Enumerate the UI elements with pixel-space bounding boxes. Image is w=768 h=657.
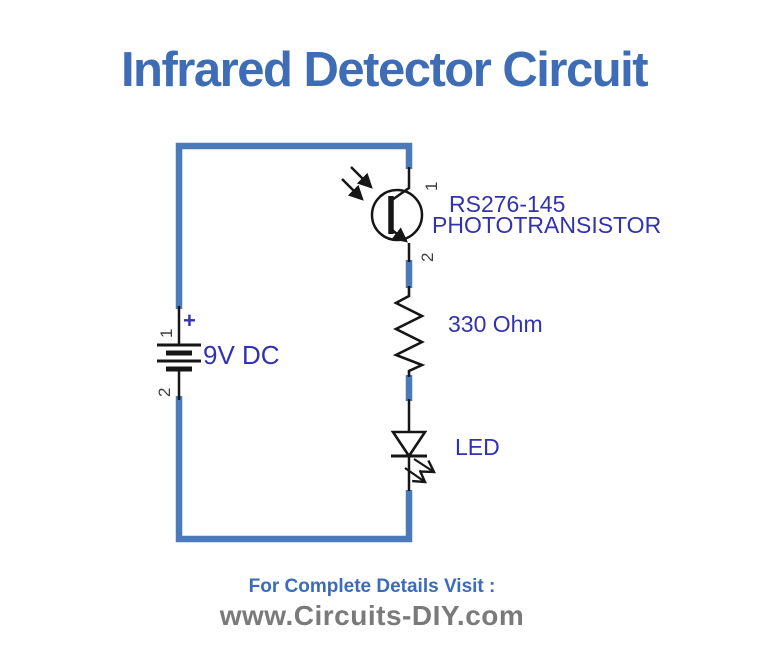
led-emission-arrow-icon: [413, 458, 436, 474]
light-arrow-icon: [350, 166, 373, 189]
wire-loop: [175, 142, 413, 543]
battery-symbol: [157, 306, 201, 400]
phototransistor-emitter: [391, 227, 408, 243]
led-emission-arrow-icon: [404, 467, 427, 484]
phototransistor-symbol: [341, 166, 424, 262]
led-symbol: [390, 399, 436, 491]
phototransistor-name-label: PHOTOTRANSISTOR: [432, 212, 661, 238]
resistor-symbol: [392, 286, 426, 377]
led-triangle: [390, 430, 428, 459]
footer: For Complete Details Visit : www.Circuit…: [0, 574, 744, 632]
diagram-title: Infrared Detector Circuit: [120, 43, 649, 97]
light-arrow-icon: [341, 178, 364, 201]
phototransistor-pin-2-label: 2: [418, 253, 437, 262]
phototransistor-pin-1-label: 1: [422, 182, 441, 191]
wire-top-and-left: [175, 142, 413, 309]
footer-url: www.Circuits-DIY.com: [219, 600, 525, 631]
battery-value-label: 9V DC: [203, 340, 280, 370]
led-label: LED: [455, 434, 500, 460]
battery-polarity-label: +: [183, 308, 196, 333]
phototransistor-part-label: RS276-145: [449, 191, 565, 217]
battery-pin-2-label: 2: [155, 388, 174, 397]
resistor-value-label: 330 Ohm: [448, 311, 543, 337]
resistor-zigzag: [392, 286, 426, 377]
phototransistor-collector: [391, 167, 411, 202]
battery-pin-1-label: 1: [157, 329, 176, 338]
footer-tagline: For Complete Details Visit :: [248, 576, 496, 597]
wire-bottom-and-left: [175, 396, 413, 543]
